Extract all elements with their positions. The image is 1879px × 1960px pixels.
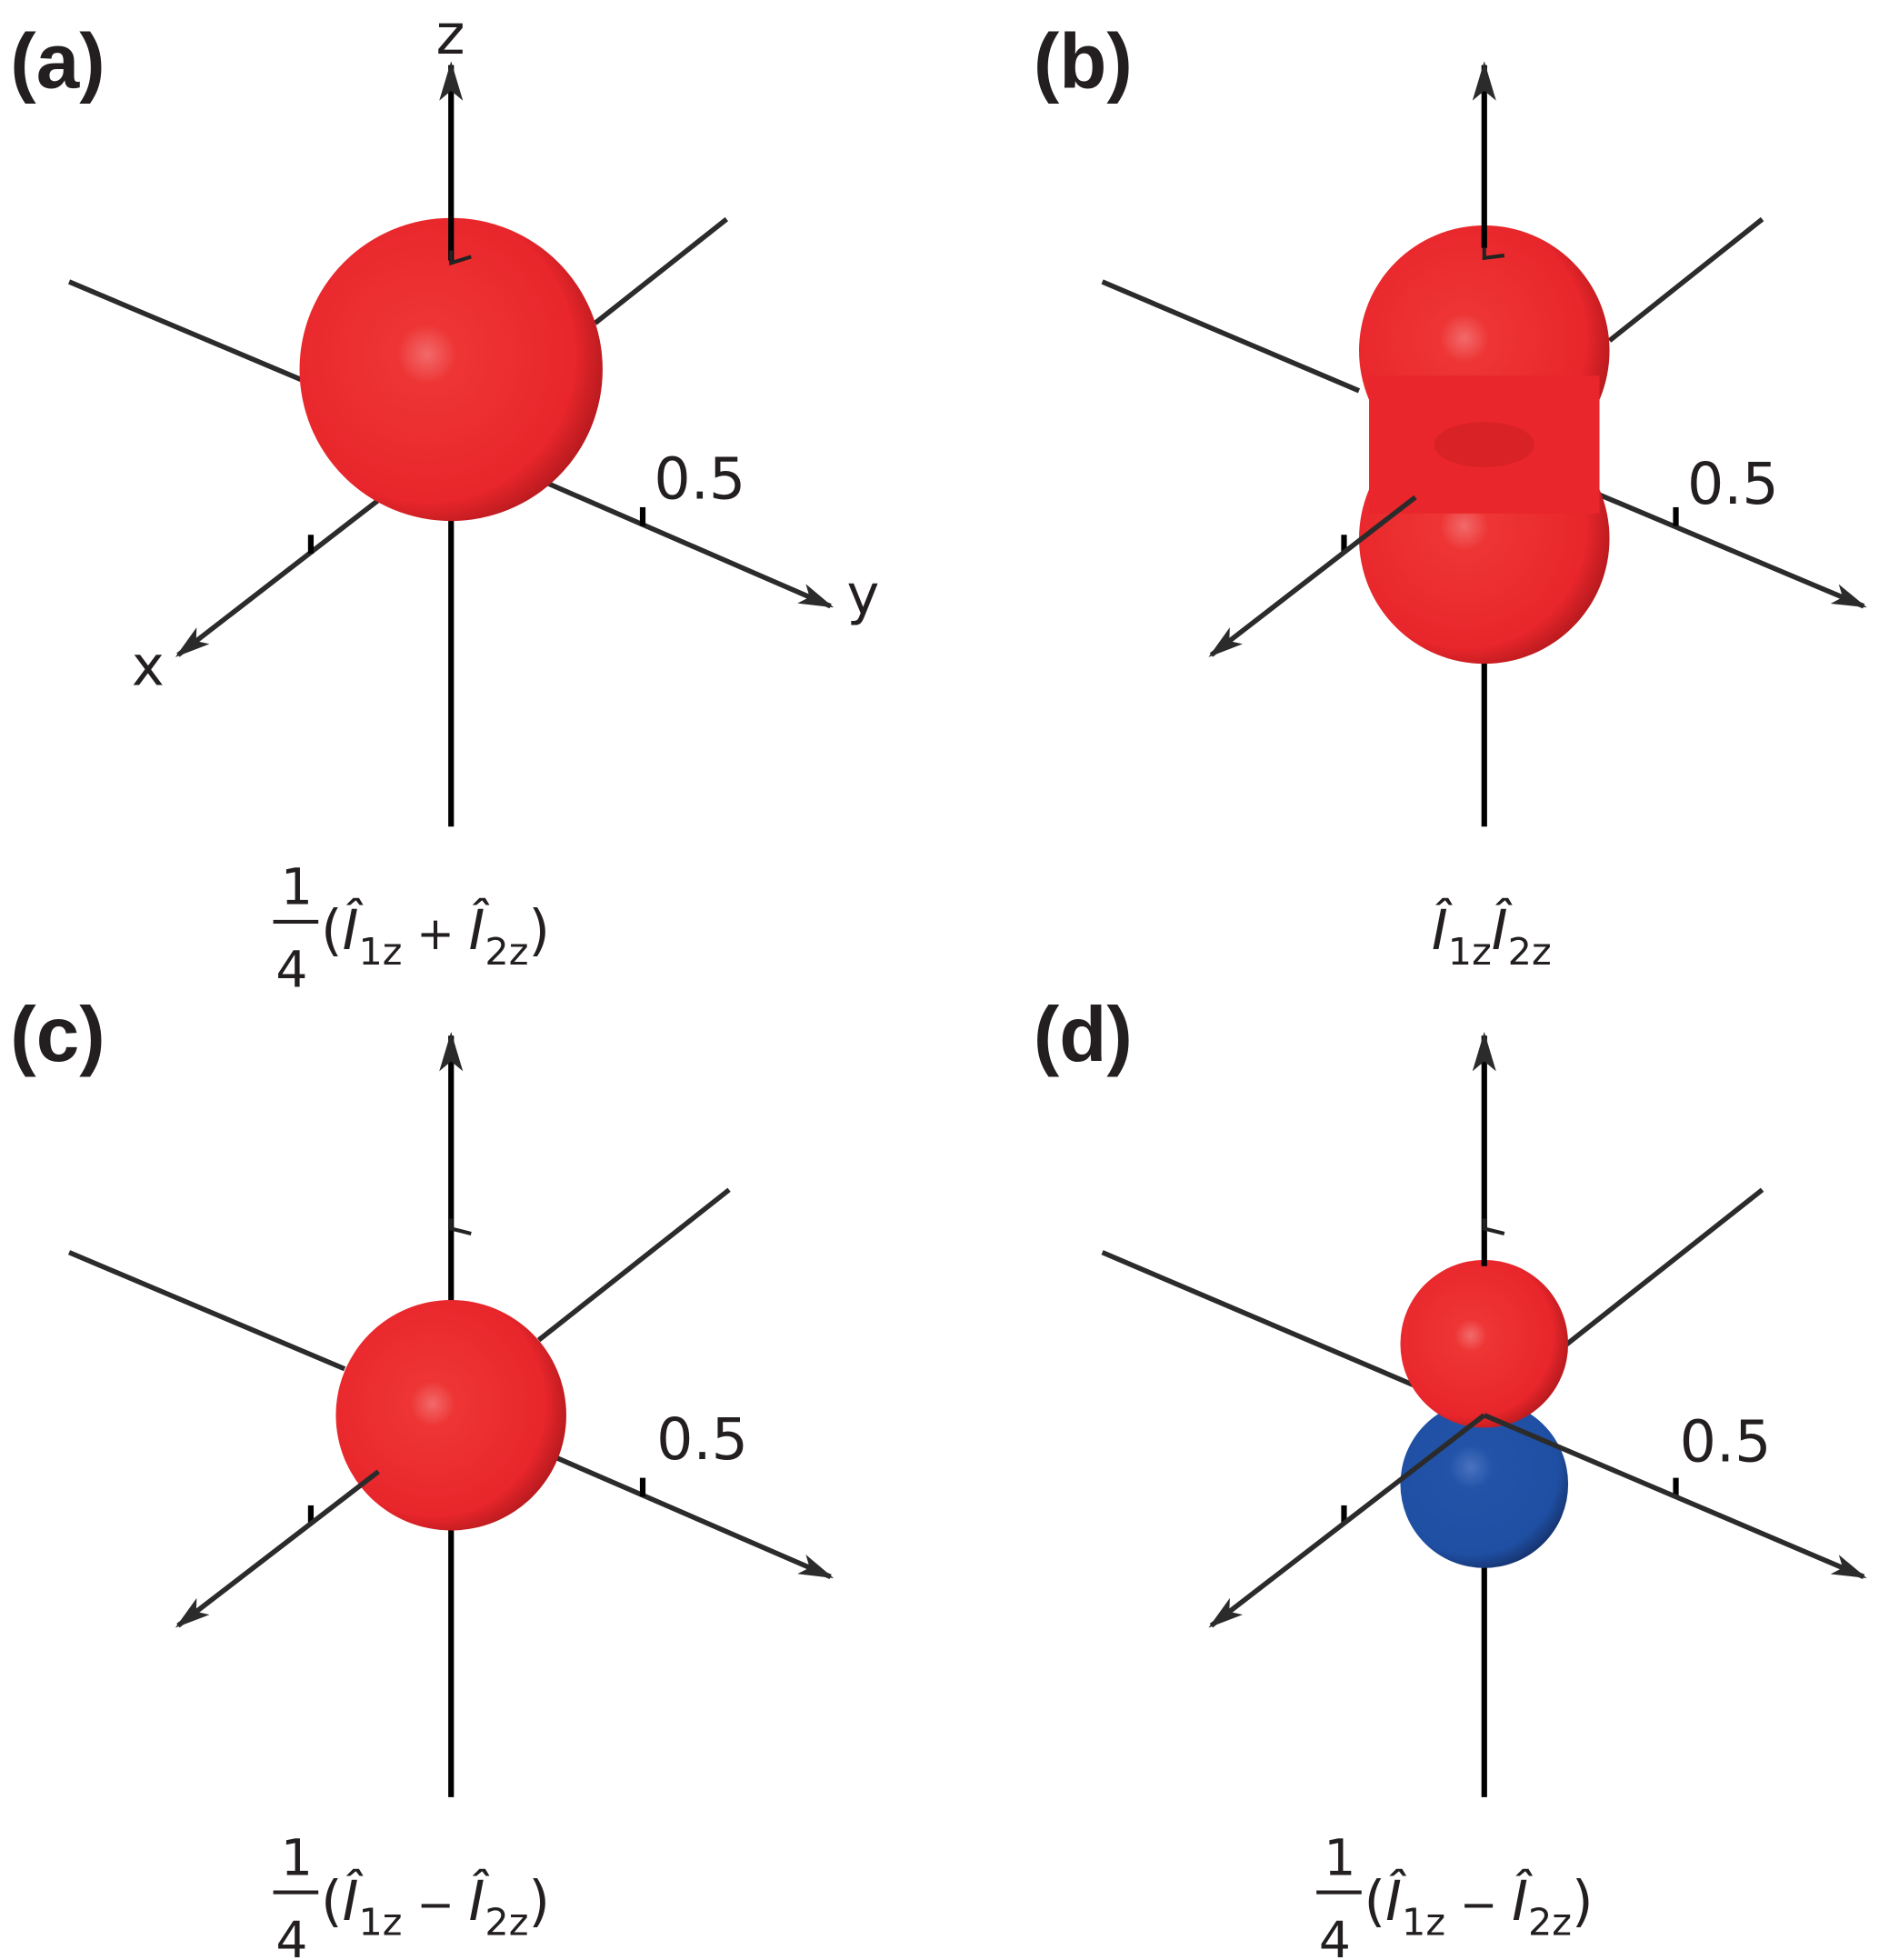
positive-lobe [1400,1259,1569,1428]
fraction-denominator: 4 [275,1911,307,1960]
tick-label: 0.5 [656,1405,748,1473]
y-axis-back [67,1250,346,1372]
x-axis-back [593,216,729,325]
minus-sign: − [1445,1878,1512,1931]
panel-d: (d) 0.5 1 4 (Î1z − Î2z) [1034,992,1867,1960]
minus-sign: − [402,1878,468,1931]
tick-label: 0.5 [1687,450,1779,517]
y-axis-back [67,279,302,382]
tick-label: 0.5 [1680,1408,1772,1475]
paren: ( [321,899,343,963]
panel-letter: (b) [1034,18,1133,105]
operator-symbol: Î [343,897,364,963]
subscript: 1z [1448,930,1492,974]
operator-symbol: Î [469,897,490,963]
panel-a: (a) z x y 0.5 1 4 (Î1z + Î2z) [10,4,879,998]
x-axis-arrow [175,495,385,657]
positive-lobe [299,217,603,522]
fraction-denominator: 4 [275,941,307,999]
operator-symbol: Î [343,1868,364,1934]
y-axis-arrow [544,479,835,609]
fraction-numerator: 1 [281,858,313,916]
paren: ) [528,1870,550,1934]
panel-c: (c) 0.5 1 4 (Î1z − Î2z) [10,992,835,1960]
x-axis-back [1607,216,1764,343]
y-axis-arrow [1583,485,1867,609]
operator-symbol: Î [1385,1868,1406,1934]
tick-label: 0.5 [654,445,745,512]
plus-sign: + [402,907,468,960]
subscript: 1z [358,1900,402,1944]
z-axis-label: z [436,4,465,67]
y-axis-back [1101,279,1361,394]
svg-text:(Î1z − Î2z): (Î1z − Î2z) [1364,1868,1594,1945]
paren: ( [1364,1870,1386,1934]
fraction-numerator: 1 [1324,1828,1355,1886]
subscript: 1z [1402,1900,1445,1944]
positive-lobe [1359,225,1610,665]
fraction-denominator: 4 [1319,1911,1351,1960]
paren: ) [1572,1870,1594,1934]
positive-lobe [335,1299,566,1531]
y-axis-label: y [847,564,880,627]
svg-text:(Î1z − Î2z): (Î1z − Î2z) [321,1868,550,1945]
x-axis-arrow [1208,1413,1486,1628]
x-axis-back [1557,1187,1764,1353]
operator-label: 1 4 (Î1z + Î2z) [273,858,550,999]
subscript: 2z [1528,1900,1572,1944]
operator-label: 1 4 (Î1z − Î2z) [273,1828,550,1960]
operator-symbol: Î [1492,897,1513,963]
fraction-numerator: 1 [281,1828,313,1886]
subscript: 2z [485,930,528,974]
y-axis-arrow [1483,1413,1867,1579]
negative-lobe [1400,1400,1569,1568]
x-axis-label: x [132,635,165,699]
subscript: 2z [1508,930,1552,974]
panel-b: (b) 0.5 Î1zÎ2z [1034,18,1867,974]
operator-symbol: Î [1432,897,1453,963]
tick-mark [1482,247,1505,261]
x-axis-arrow [1208,495,1417,657]
tick-mark [449,250,472,266]
tick-mark [449,1218,472,1235]
operator-label: 1 4 (Î1z − Î2z) [1316,1828,1594,1960]
panel-letter: (c) [10,992,105,1078]
paren: ) [528,899,550,963]
operator-symbol: Î [1512,1868,1533,1934]
subscript: 1z [358,930,402,974]
x-axis-back [536,1187,731,1343]
subscript: 2z [485,1900,528,1944]
tick-mark [1482,1218,1505,1235]
panel-letter: (a) [10,18,105,105]
y-axis-arrow [544,1450,835,1579]
operator-symbol: Î [469,1868,490,1934]
x-axis-arrow [175,1469,380,1628]
svg-text:(Î1z + Î2z): (Î1z + Î2z) [321,897,550,974]
operator-label: Î1zÎ2z [1432,897,1552,974]
panel-letter: (d) [1034,992,1133,1078]
paren: ( [321,1870,343,1934]
